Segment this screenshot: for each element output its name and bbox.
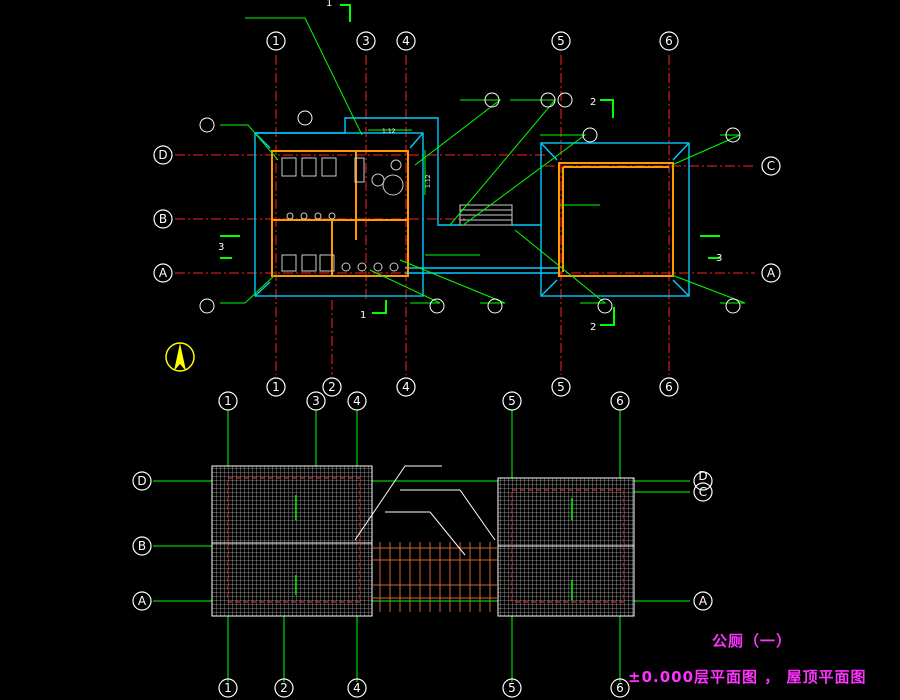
plan-row-left-3: A: [159, 266, 168, 280]
plan-col-bot-5: 6: [665, 380, 673, 394]
roof-column-bubbles: [132, 391, 713, 698]
section-1-top: 1: [326, 0, 332, 9]
drawing-title: 公厕（一）: [712, 632, 793, 650]
plan-column-bubbles: [153, 31, 781, 397]
plan-row-left-2: B: [159, 212, 167, 226]
roof-slope-arrows: [295, 495, 573, 600]
north-arrow-icon: [165, 342, 195, 372]
roof-row-left-2: B: [138, 539, 146, 553]
section-2-bottom: 2: [590, 322, 596, 333]
roof-col-top-1: 1: [224, 394, 232, 408]
plan-callouts: [220, 17, 746, 304]
roof-row-right-3: A: [699, 594, 708, 608]
section-1-bottom: 1: [360, 310, 366, 321]
section-3-left: 3: [218, 242, 224, 253]
pergola: [372, 542, 498, 612]
plan-col-bot-3: 4: [402, 380, 410, 394]
roof-row-right-1: D: [698, 469, 707, 483]
plan-column-labels: 1 3 4 5 6 1 2 4 5 6 D B A C A: [158, 34, 776, 394]
slope-label-2: 1:12: [425, 174, 432, 188]
roof-col-top-4: 5: [508, 394, 516, 408]
plan-callout-circles: [199, 92, 741, 314]
plan-col-top-1: 1: [272, 34, 280, 48]
section-labels: 1 2 3 3 2 1 1:12 1:12: [218, 0, 722, 333]
plan-fixtures: [281, 157, 513, 272]
plan-col-bot-1: 1: [272, 380, 280, 394]
plan-col-bot-2: 2: [328, 380, 336, 394]
roof-panels: [211, 465, 635, 617]
roof-col-bot-4: 5: [508, 681, 516, 695]
section-marks: [220, 4, 720, 326]
plan-col-bot-4: 5: [557, 380, 565, 394]
slope-label-1: 1:12: [382, 128, 396, 135]
drawing-subtitle: ±0.000层平面图 ， 屋顶平面图: [628, 668, 867, 686]
plan-col-top-3: 4: [402, 34, 410, 48]
roof-row-left-3: A: [138, 594, 147, 608]
plan-row-left-1: D: [158, 148, 167, 162]
plan-row-right-2: A: [767, 266, 776, 280]
plan-col-top-5: 6: [665, 34, 673, 48]
roof-callouts: [354, 465, 496, 556]
roof-column-labels: 1 3 4 5 6 1 2 4 5 6 D B A D C A: [137, 394, 708, 695]
plan-walls: [271, 150, 674, 277]
roof-row-left-1: D: [137, 474, 146, 488]
section-2-top: 2: [590, 97, 596, 108]
roof-col-top-2: 3: [312, 394, 320, 408]
roof-row-right-2: C: [699, 485, 707, 499]
roof-col-bot-5: 6: [616, 681, 624, 695]
roof-col-bot-1: 1: [224, 681, 232, 695]
roof-inner-outline: [227, 477, 625, 603]
roof-col-bot-2: 2: [280, 681, 288, 695]
plan-outline: [254, 117, 690, 297]
plan-col-top-2: 3: [362, 34, 370, 48]
plan-row-right-1: C: [767, 159, 775, 173]
roof-col-top-3: 4: [353, 394, 361, 408]
plan-col-top-4: 5: [557, 34, 565, 48]
roof-col-top-5: 6: [616, 394, 624, 408]
section-3-right: 3: [716, 253, 722, 264]
roof-col-bot-3: 4: [353, 681, 361, 695]
